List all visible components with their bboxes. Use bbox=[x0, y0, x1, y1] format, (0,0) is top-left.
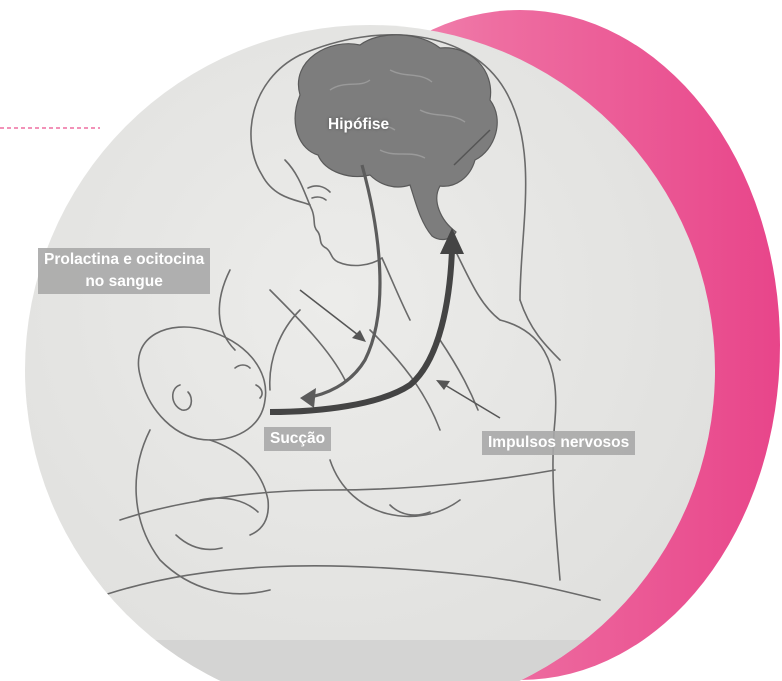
label-hormones-line1: Prolactina e ocitocina bbox=[44, 249, 204, 271]
photo-bottom-band bbox=[0, 640, 782, 681]
label-nerve-impulses: Impulsos nervosos bbox=[482, 431, 635, 455]
label-hormones: Prolactina e ocitocina no sangue bbox=[38, 248, 210, 294]
label-pituitary: Hipófise bbox=[322, 113, 395, 137]
label-hormones-line2: no sangue bbox=[44, 271, 204, 293]
label-suction: Sucção bbox=[264, 427, 331, 451]
